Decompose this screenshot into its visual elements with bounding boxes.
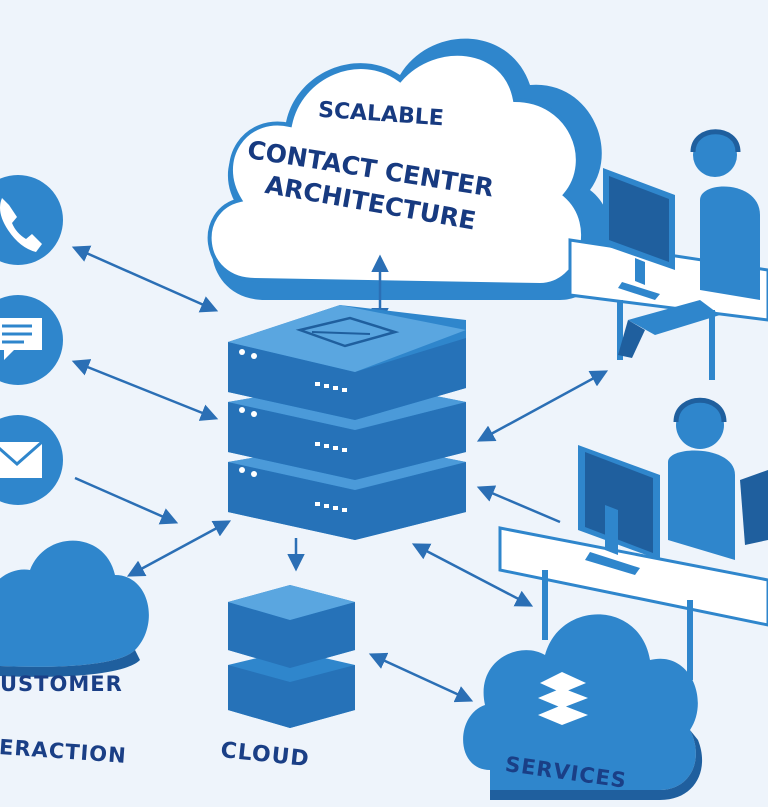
arrow-server-services (411, 543, 534, 607)
agent-workstation-1 (568, 129, 768, 380)
customer-interaction-label-1: USTOMER (0, 672, 123, 696)
phone-icon (0, 175, 63, 265)
customer-cloud-icon (0, 540, 149, 677)
server-stack-icon (228, 305, 466, 540)
cloud-storage-stack-icon (228, 585, 355, 728)
title-cloud (207, 38, 612, 300)
agent-workstation-2 (498, 397, 768, 680)
arrow-email-server (74, 476, 179, 525)
arrow-phone-server (71, 245, 219, 313)
arrow-cloud-services (368, 652, 474, 703)
arrow-chat-server (71, 359, 219, 421)
arrow-server-agent1 (476, 370, 609, 442)
headset-agent-icon (618, 129, 760, 358)
monitor-icon (603, 168, 675, 300)
connectors (71, 245, 609, 703)
headset-agent-icon (668, 397, 768, 560)
arrow-server-agent2 (476, 485, 561, 524)
arrow-customer-server (126, 520, 232, 577)
layers-icon (538, 672, 588, 725)
email-icon (0, 415, 63, 505)
chat-icon (0, 295, 63, 385)
monitor-icon (578, 445, 660, 575)
services-cloud-icon (463, 614, 703, 800)
